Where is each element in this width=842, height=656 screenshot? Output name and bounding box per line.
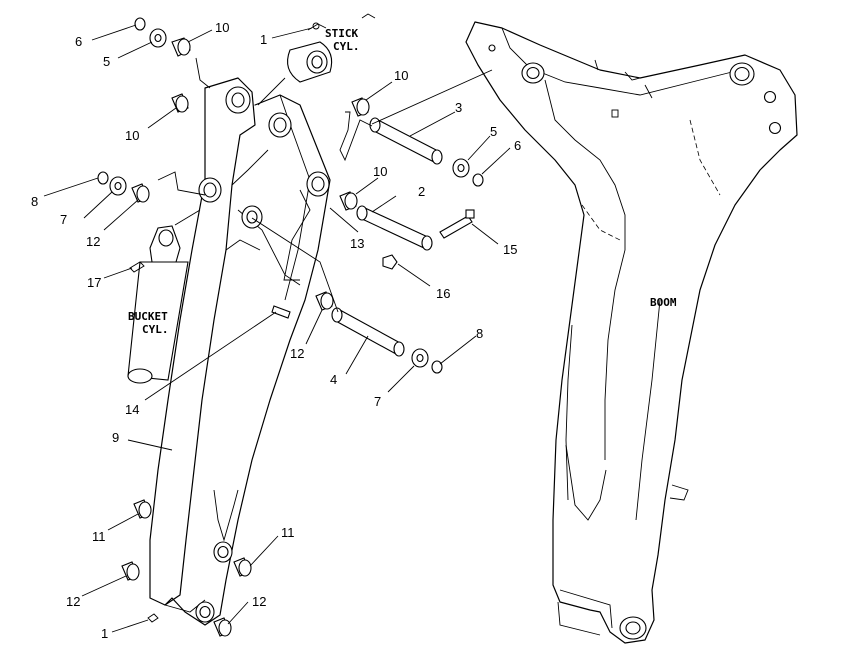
callout-11: 11	[92, 529, 106, 544]
bucket-cylinder-label-line1: BUCKET	[128, 310, 168, 323]
callout-7: 7	[60, 212, 67, 227]
pin-4	[331, 307, 405, 357]
leader-lines	[43, 24, 511, 633]
callout-10: 10	[394, 68, 408, 83]
callout-5: 5	[490, 124, 497, 139]
callout-10: 10	[125, 128, 139, 143]
callout-2: 2	[418, 184, 425, 199]
bucket-cylinder-label-line2: CYL.	[142, 323, 169, 336]
callout-12: 12	[66, 594, 80, 609]
callout-12: 12	[252, 594, 266, 609]
callout-1: 1	[260, 32, 267, 47]
stick-cylinder-label-line1: STICK	[325, 27, 358, 40]
bucket-cylinder: BUCKET CYL.	[127, 225, 189, 384]
callout-10: 10	[215, 20, 229, 35]
callout-11: 11	[281, 525, 295, 540]
callout-8: 8	[476, 326, 483, 341]
callout-16: 16	[436, 286, 450, 301]
callout-1: 1	[101, 626, 108, 641]
stick-assembly	[149, 77, 331, 626]
callout-6: 6	[514, 138, 521, 153]
boom-name-label: BOOM	[650, 296, 677, 309]
callout-17: 17	[87, 275, 101, 290]
callout-13: 13	[350, 236, 364, 251]
pin-2	[356, 205, 433, 251]
stick-cylinder-label-line2: CYL.	[333, 40, 360, 53]
stick-cylinder-rod-end: STICK CYL.	[287, 13, 376, 83]
callout-14: 14	[125, 402, 139, 417]
callout-9: 9	[112, 430, 119, 445]
callout-5: 5	[103, 54, 110, 69]
callout-7: 7	[374, 394, 381, 409]
callout-10: 10	[373, 164, 387, 179]
small-parts	[97, 17, 484, 637]
callout-4: 4	[330, 372, 337, 387]
callout-8: 8	[31, 194, 38, 209]
callout-15: 15	[503, 242, 517, 257]
callout-12: 12	[290, 346, 304, 361]
boom-assembly: BOOM	[465, 21, 798, 644]
callout-numbers: 1 6 5 10 10 10 3 5 6 10 2 8 7 12 13 15 1…	[31, 20, 521, 641]
callout-3: 3	[455, 100, 462, 115]
callout-6: 6	[75, 34, 82, 49]
callout-12: 12	[86, 234, 100, 249]
